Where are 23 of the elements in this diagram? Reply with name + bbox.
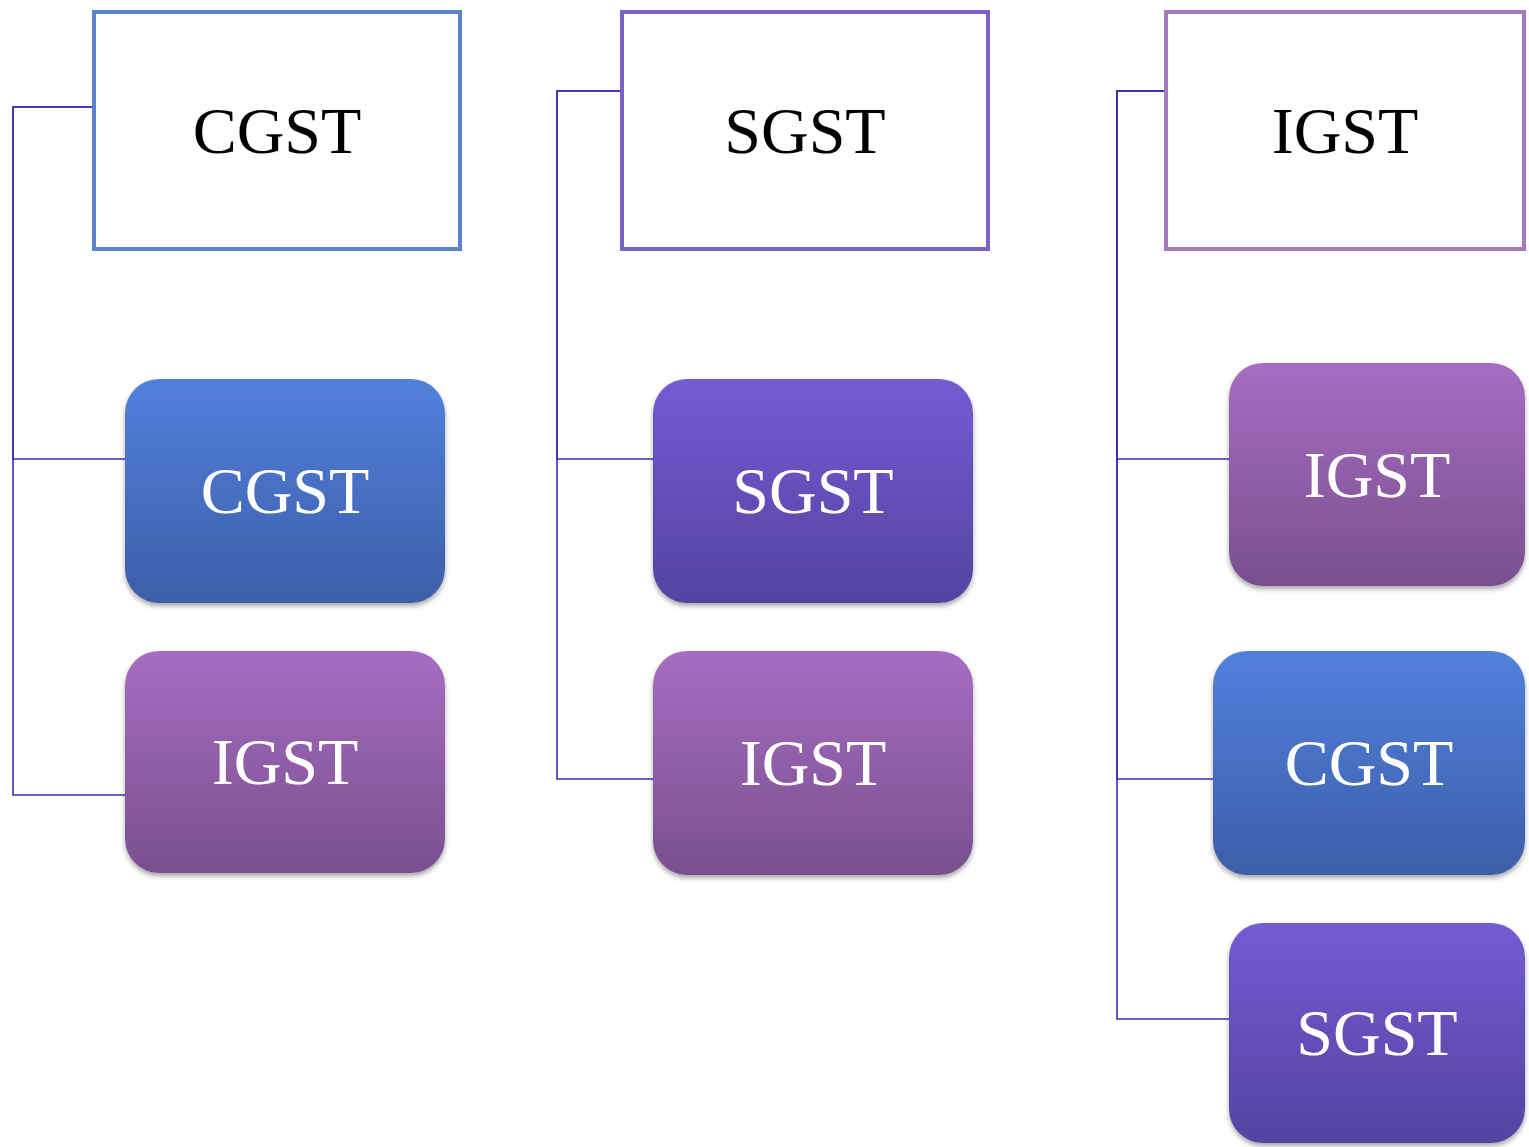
rounded-tile bbox=[653, 379, 973, 603]
connector-line bbox=[1116, 90, 1230, 1020]
node-label: SGST bbox=[1296, 1000, 1458, 1066]
node-label: IGST bbox=[739, 730, 887, 796]
node-label: IGST bbox=[1303, 441, 1451, 508]
header-box bbox=[620, 10, 990, 251]
header-box bbox=[92, 10, 462, 251]
rounded-tile bbox=[125, 379, 445, 603]
connector-line bbox=[556, 90, 654, 780]
rounded-tile bbox=[1229, 363, 1525, 586]
header-box bbox=[1164, 10, 1526, 251]
node-label: SGST bbox=[724, 97, 886, 164]
rounded-tile bbox=[1213, 651, 1525, 875]
node-label: IGST bbox=[1271, 97, 1419, 164]
node-label: SGST bbox=[732, 458, 894, 524]
connector-line bbox=[12, 106, 126, 796]
rounded-tile bbox=[653, 651, 973, 875]
node-label: IGST bbox=[211, 729, 359, 795]
rounded-tile bbox=[1229, 923, 1525, 1143]
node-label: CGST bbox=[200, 458, 370, 524]
node-label: CGST bbox=[1284, 730, 1454, 796]
node-label: CGST bbox=[192, 97, 362, 164]
rounded-tile bbox=[125, 651, 445, 873]
